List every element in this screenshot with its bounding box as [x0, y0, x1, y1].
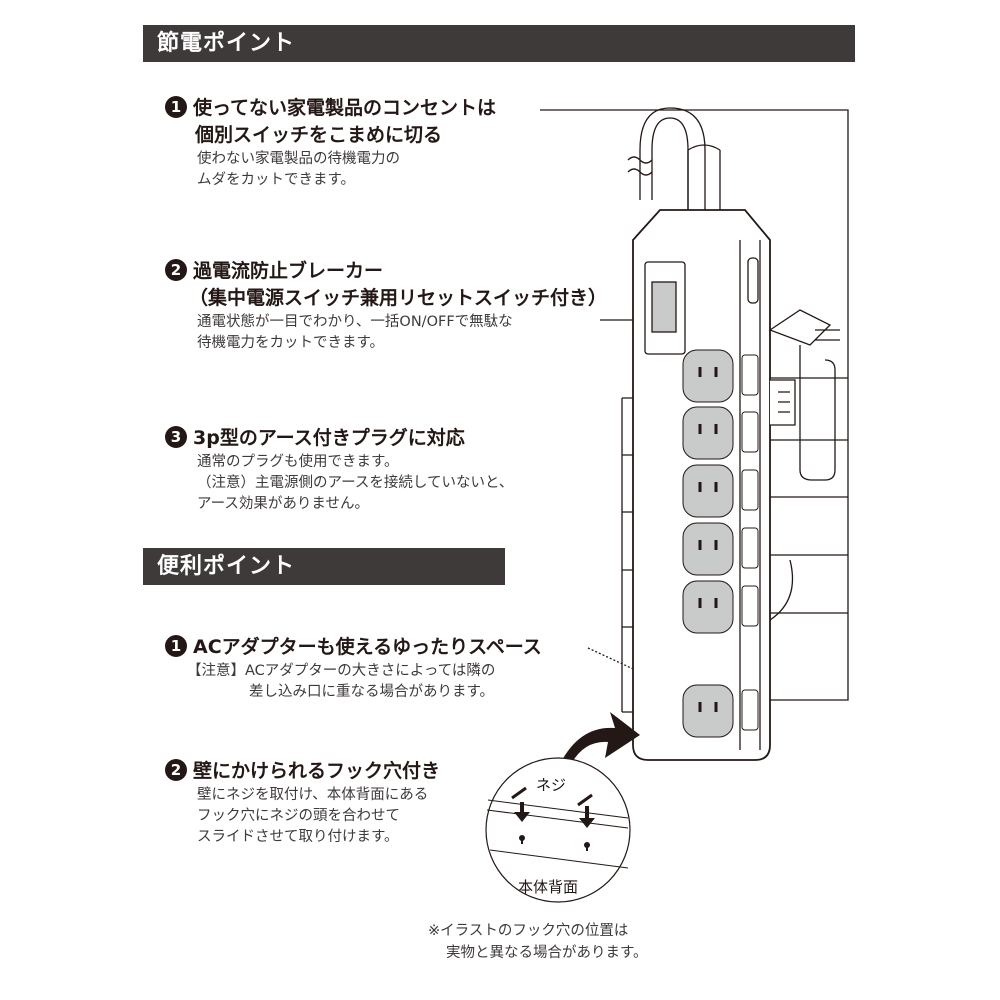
screw-label: ネジ [536, 776, 567, 794]
outlet [682, 406, 734, 460]
master-switch-frame [644, 261, 686, 355]
point-desc: 【注意】ACアダプターの大きさによっては隣の [187, 663, 496, 679]
point-desc: ムダをカットできます。 [197, 172, 356, 188]
point-desc: 使わない家電製品の待機電力の [197, 151, 400, 167]
point-desc: フック穴にネジの頭を合わせて [197, 808, 400, 824]
footnote: ※イラストのフック穴の位置は 実物と異なる場合があります。 [428, 920, 648, 964]
outlet [682, 464, 734, 518]
number-badge: 3 [165, 426, 187, 448]
point-heading: （集中電源スイッチ兼用リセットスイッチ付き） [189, 287, 608, 309]
arrow-icon [555, 712, 640, 778]
individual-switch [741, 411, 759, 453]
point-heading: 壁にかけられるフック穴付き [193, 760, 441, 782]
leader-line [540, 109, 849, 701]
section-header-convenience: 便利ポイント [143, 548, 505, 585]
point-heading: 過電流防止ブレーカー [193, 260, 384, 282]
point-desc: アース効果がありません。 [197, 496, 369, 512]
outlet [682, 349, 734, 403]
back-label: 本体背面 [518, 878, 579, 896]
down-arrow-icon [514, 802, 595, 851]
saving-point-3: 3 3p型のアース付きプラグに対応 通常のプラグも使用できます。 （注意）主電源側… [165, 425, 513, 515]
individual-switch [741, 585, 759, 627]
section-header-saving: 節電ポイント [143, 25, 855, 62]
point-desc: （注意）主電源側のアースを接続していないと、 [197, 475, 514, 491]
point-desc: 差し込み口に重なる場合があります。 [249, 684, 495, 700]
convenience-point-1: 1 ACアダプターも使えるゆったりスペース 【注意】ACアダプターの大きさによって… [165, 634, 542, 703]
cord-plug-top [687, 144, 721, 210]
power-strip-body [632, 209, 771, 761]
point-heading: 個別スイッチをこまめに切る [195, 124, 443, 146]
indicator [747, 257, 759, 304]
master-switch-rocker [651, 281, 677, 333]
point-desc: 通電状態が一目でわかり、一括ON/OFFで無駄な [197, 314, 513, 330]
convenience-point-2: 2 壁にかけられるフック穴付き 壁にネジを取付け、本体背面にある フック穴にネジの… [165, 758, 440, 848]
point-heading: 使ってない家電製品のコンセントは [193, 97, 497, 119]
outlet [682, 580, 734, 634]
point-heading: ACアダプターも使えるゆったりスペース [193, 636, 542, 658]
point-desc: スライドさせて取り付けます。 [197, 829, 399, 845]
outlet [682, 522, 734, 576]
outlets [682, 349, 759, 738]
outlet [682, 684, 734, 738]
point-desc: 待機電力をカットできます。 [197, 335, 385, 351]
number-badge: 1 [165, 635, 187, 657]
number-badge: 2 [165, 259, 187, 281]
saving-point-1: 1 使ってない家電製品のコンセントは 個別スイッチをこまめに切る 使わない家電製品… [165, 95, 496, 191]
saving-point-2: 2 過電流防止ブレーカー （集中電源スイッチ兼用リセットスイッチ付き） 通電状態が… [165, 258, 607, 354]
footnote-line: 実物と異なる場合があります。 [446, 945, 648, 961]
point-desc: 通常のプラグも使用できます。 [197, 454, 399, 470]
number-badge: 2 [165, 759, 187, 781]
point-heading: 3p型のアース付きプラグに対応 [193, 427, 465, 449]
point-desc: 壁にネジを取付け、本体背面にある [197, 787, 429, 803]
number-badge: 1 [165, 96, 187, 118]
individual-switch [741, 689, 759, 731]
footnote-line: ※イラストのフック穴の位置は [428, 923, 629, 939]
individual-switch [741, 527, 759, 569]
individual-switch [741, 469, 759, 511]
individual-switch [741, 354, 759, 396]
